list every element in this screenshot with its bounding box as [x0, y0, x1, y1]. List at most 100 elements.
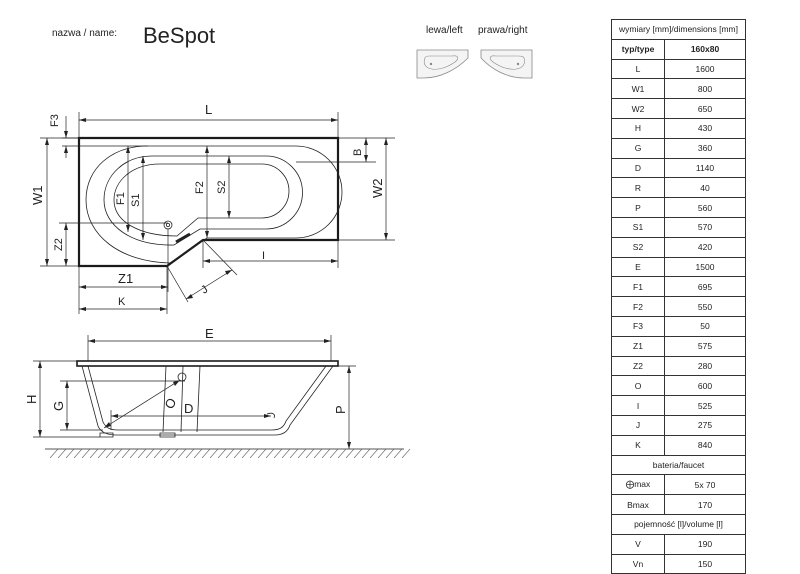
floor-hatch-line [385, 448, 395, 459]
dimension-value: 1140 [664, 157, 746, 179]
floor-hatch-line [105, 448, 115, 459]
table-section-row: bateria/faucet [611, 454, 746, 476]
dimension-key: R [611, 177, 665, 199]
dimension-key: D [611, 157, 665, 179]
floor-hatch-line [281, 448, 291, 459]
floor-hatch-line [89, 448, 99, 459]
plan-dimensions: L F3 W1 Z2 B W2 [30, 102, 395, 314]
floor-hatch-line [153, 448, 163, 459]
floor-hatch-line [257, 448, 267, 459]
volume-value: 190 [664, 533, 746, 555]
dim-S2: S2 [216, 181, 228, 194]
right-variant-thumbnail [480, 49, 533, 79]
right-variant-label: prawa/right [478, 25, 528, 36]
volume-title: pojemność [l]/volume [l] [611, 513, 746, 535]
floor-hatch-line [81, 448, 91, 459]
dimension-key: Z2 [611, 355, 665, 377]
side-dimensions: E H G O D P [24, 326, 356, 449]
dim-P: P [333, 405, 348, 414]
dim-I: I [262, 250, 265, 262]
dim-Z1: Z1 [118, 271, 133, 286]
floor-hatch-line [217, 448, 227, 459]
floor-hatch-line [65, 448, 75, 459]
dimension-value: 1500 [664, 256, 746, 278]
floor-hatching [45, 448, 411, 459]
left-variant-label: lewa/left [426, 25, 463, 36]
dimension-key: F3 [611, 315, 665, 337]
floor-hatch-line [137, 448, 147, 459]
floor-hatch-line [177, 448, 187, 459]
dimension-value: 430 [664, 117, 746, 139]
faucet-title: bateria/faucet [611, 454, 746, 476]
dimension-value: 50 [664, 315, 746, 337]
dimension-value: 420 [664, 236, 746, 258]
dimension-key: Z1 [611, 335, 665, 357]
floor-hatch-line [361, 448, 371, 459]
faucet-value: 170 [664, 494, 746, 515]
faucet-value: 5x 70 [664, 474, 746, 496]
type-value: 160x80 [664, 38, 746, 60]
type-label: typ/type [611, 38, 665, 60]
dim-F1: F1 [115, 192, 127, 205]
floor-hatch-line [113, 448, 123, 459]
dimension-value: 570 [664, 216, 746, 238]
floor-hatch-line [321, 448, 331, 459]
dimension-value: 275 [664, 414, 746, 436]
dimension-key: L [611, 58, 665, 80]
floor-hatch-line [265, 448, 275, 459]
floor-hatch-line [73, 448, 83, 459]
dimension-key: I [611, 395, 665, 416]
dimension-value: 280 [664, 355, 746, 377]
floor-hatch-line [337, 448, 347, 459]
dimension-value: 1600 [664, 58, 746, 80]
dimension-value: 600 [664, 375, 746, 397]
dimension-value: 800 [664, 78, 746, 100]
name-label: nazwa / name: [52, 28, 117, 39]
floor-hatch-line [249, 448, 259, 459]
dim-J: J [199, 283, 210, 296]
floor-hatch-line [241, 448, 251, 459]
dimension-value: 650 [664, 98, 746, 119]
dimension-key: W1 [611, 78, 665, 100]
dim-S1: S1 [130, 194, 142, 207]
floor-hatch-line [201, 448, 211, 459]
floor-hatch-line [289, 448, 299, 459]
dimension-key: K [611, 434, 665, 456]
dimension-value: 525 [664, 395, 746, 416]
faucet-key: ⨁max [611, 474, 665, 496]
volume-key: V [611, 533, 665, 555]
floor-hatch-line [225, 448, 235, 459]
dim-F2: F2 [194, 181, 206, 194]
dim-F3: F3 [49, 114, 61, 127]
floor-hatch-line [329, 448, 339, 459]
dim-E: E [205, 326, 214, 341]
dimension-value: 575 [664, 335, 746, 357]
dimension-value: 550 [664, 296, 746, 317]
floor-hatch-line [353, 448, 363, 459]
floor-hatch-line [129, 448, 139, 459]
floor-hatch-line [193, 448, 203, 459]
dimension-key: G [611, 137, 665, 159]
floor-hatch-line [401, 448, 411, 459]
dim-W1: W1 [30, 186, 45, 206]
floor-hatch-line [209, 448, 219, 459]
floor-hatch-line [161, 448, 171, 459]
table-section-row: pojemność [l]/volume [l] [611, 513, 746, 535]
